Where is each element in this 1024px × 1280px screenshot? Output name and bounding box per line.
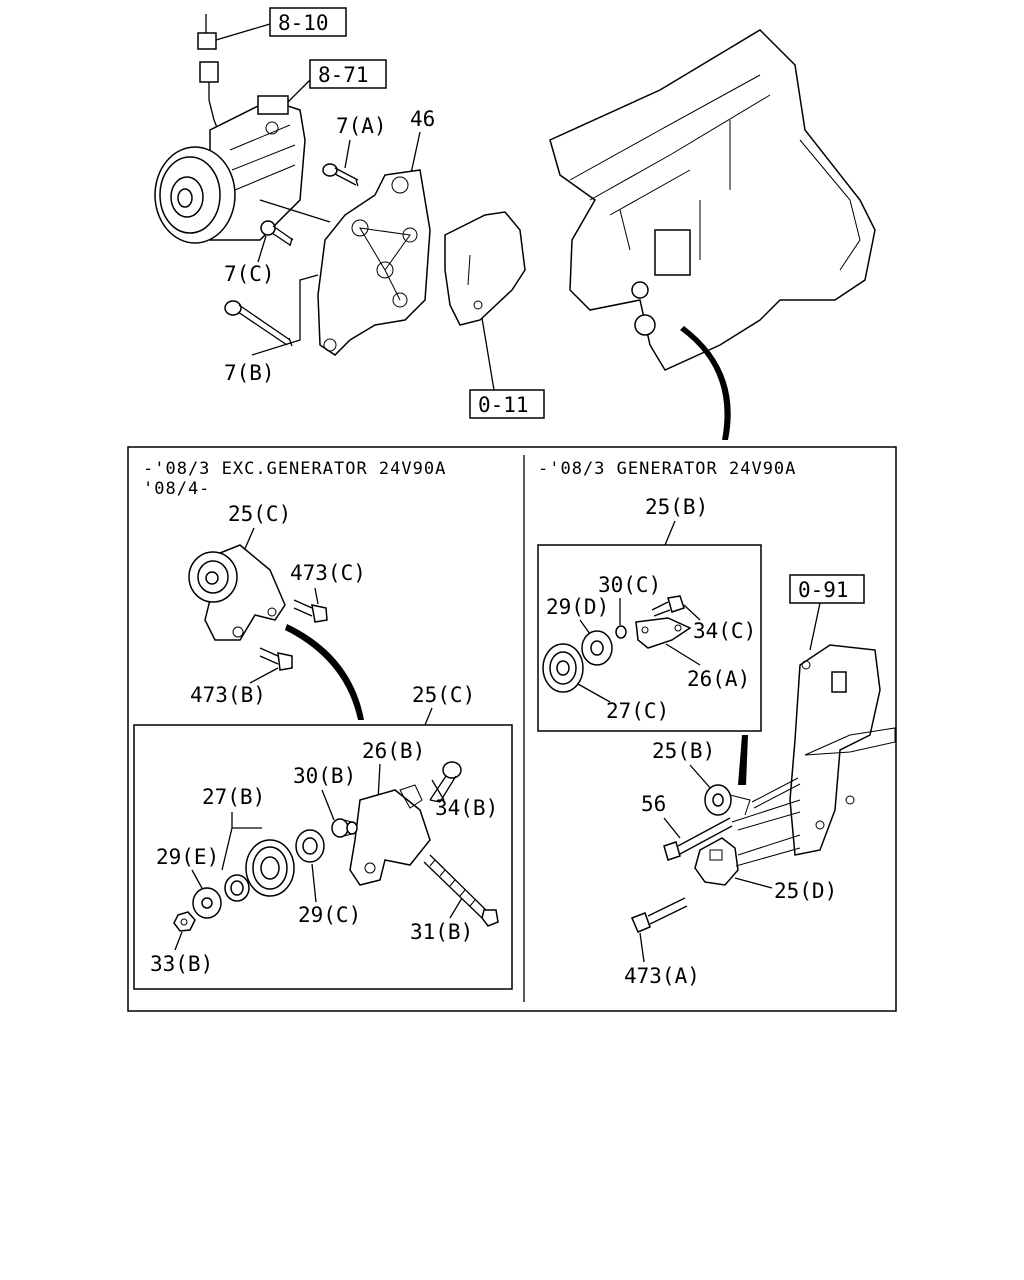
nut-33b-icon	[173, 911, 196, 932]
pulley-27b-icon	[245, 839, 295, 897]
engine-mount-bracket-icon	[789, 644, 896, 856]
connector-plug-icon	[197, 14, 271, 136]
idler-pulley-assembly-icon	[188, 544, 286, 641]
ref-box-0-11	[469, 389, 545, 419]
label-56: 56	[641, 792, 666, 816]
label-29d: 29(D)	[546, 595, 609, 619]
ref-label-0-11: 0-11	[478, 393, 529, 417]
label-27c: 27(C)	[606, 699, 669, 723]
label-25b-top: 25(B)	[645, 495, 708, 519]
label-473a: 473(A)	[624, 964, 700, 988]
label-33b: 33(B)	[150, 952, 213, 976]
bolt-7a-icon	[322, 163, 359, 187]
label-473c: 473(C)	[290, 561, 366, 585]
ref-label-0-91: 0-91	[798, 578, 849, 602]
bolt-56-icon	[663, 817, 733, 861]
bolt-473b-icon	[259, 647, 293, 671]
label-29e: 29(E)	[156, 845, 219, 869]
label-30b: 30(B)	[293, 764, 356, 788]
bolt-31b-icon	[423, 854, 499, 927]
label-26a: 26(A)	[687, 667, 750, 691]
bolt-7b-icon	[224, 300, 293, 347]
label-473b: 473(B)	[190, 683, 266, 707]
bolt-473c-icon	[293, 599, 328, 623]
ref-box-8-10	[269, 7, 347, 37]
bushing-30b-icon	[331, 818, 358, 838]
label-34b: 34(B)	[435, 796, 498, 820]
washer-29e-icon	[192, 887, 222, 919]
bolt-473a-icon	[631, 897, 688, 933]
right-panel-header: -'08/3 GENERATOR 24V90A	[538, 459, 796, 479]
bracket-26a-icon	[635, 617, 692, 649]
label-26b: 26(B)	[362, 739, 425, 763]
label-30c: 30(C)	[598, 573, 661, 597]
label-46: 46	[410, 107, 435, 131]
label-27b: 27(B)	[202, 785, 265, 809]
arrow-to-detail-icon	[680, 326, 731, 440]
tensioner-25d-icon	[694, 837, 739, 886]
label-7c: 7(C)	[224, 262, 275, 286]
bearing-29c-icon	[295, 829, 325, 863]
pulley-25b-icon	[704, 784, 751, 816]
bolt-7c-icon	[260, 220, 294, 247]
label-34c: 34(C)	[693, 619, 756, 643]
ref-label-8-10: 8-10	[278, 11, 329, 35]
left-panel-header-line2: '08/4-	[143, 479, 210, 499]
tensioner-bracket-26b-icon	[349, 784, 431, 886]
ref-label-8-71: 8-71	[318, 63, 369, 87]
label-29c: 29(C)	[298, 903, 361, 927]
label-25c-detail: 25(C)	[412, 683, 475, 707]
bolt-34b-icon	[429, 761, 462, 803]
label-7b: 7(B)	[224, 361, 275, 385]
label-7a: 7(A)	[336, 114, 387, 138]
label-25d: 25(D)	[774, 879, 837, 903]
compressor-bracket-icon	[317, 169, 431, 356]
mounting-plate-icon	[444, 211, 526, 326]
ac-compressor-icon	[154, 95, 306, 244]
label-25b-lower: 25(B)	[652, 739, 715, 763]
ref-box-0-91	[789, 574, 865, 604]
pulley-27c-icon	[542, 643, 584, 693]
nut-30c-icon	[615, 625, 627, 639]
label-31b: 31(B)	[410, 920, 473, 944]
bearing-icon	[224, 874, 250, 902]
ref-box-8-71	[309, 59, 387, 89]
arrow-down-25b-icon	[738, 735, 748, 785]
label-25c-top: 25(C)	[228, 502, 291, 526]
washer-29d-icon	[581, 630, 613, 666]
engine-block-icon	[549, 29, 876, 371]
bolt-34c-icon	[651, 595, 685, 617]
left-panel-header-line1: -'08/3 EXC.GENERATOR 24V90A	[143, 459, 446, 479]
arrow-to-25c-detail-icon	[285, 624, 364, 720]
